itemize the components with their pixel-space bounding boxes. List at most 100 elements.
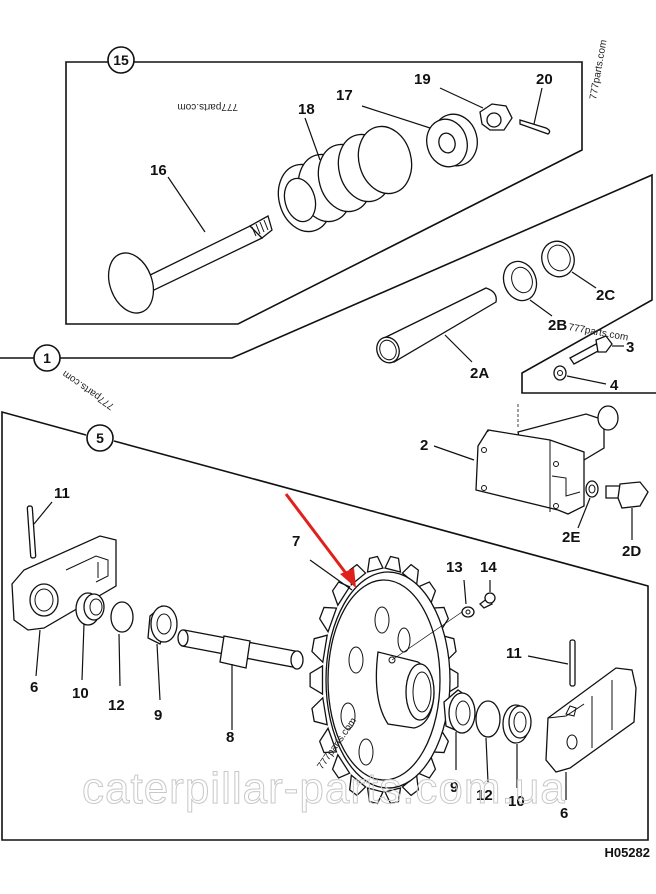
leader-18: [304, 117, 321, 161]
leader-11-left: [33, 501, 53, 525]
figure-id: H05282: [604, 845, 650, 860]
leader-17: [361, 105, 431, 129]
label-2: 2: [420, 437, 428, 454]
leader-2B: [529, 299, 553, 317]
leader-10-left: [81, 623, 85, 681]
part-10-seal-left[interactable]: [75, 592, 105, 626]
part-2D-screw[interactable]: [605, 481, 649, 509]
part-18-spring[interactable]: [271, 120, 419, 237]
sprocket-tooth: [366, 787, 384, 805]
label-2B: 2B: [548, 317, 567, 334]
part-13-washer[interactable]: [461, 606, 475, 618]
sprocket-tooth: [311, 634, 328, 664]
label-12-right: 12: [476, 787, 493, 804]
group-5-frame: [1, 410, 649, 841]
part-9-bearing-right[interactable]: [443, 689, 476, 734]
part-17-washer[interactable]: [421, 109, 483, 171]
sprocket-tooth: [348, 773, 367, 797]
sprocket-tooth: [384, 555, 402, 573]
part-3-bolt[interactable]: [569, 335, 613, 365]
part-2E-washer[interactable]: [585, 480, 599, 498]
sprocket-tooth: [384, 787, 402, 805]
label-11-right: 11: [506, 645, 522, 662]
part-14-bolt[interactable]: [479, 592, 496, 609]
leader-12-right: [485, 737, 489, 783]
watermark-777parts-2: 777parts.com: [588, 39, 609, 101]
label-19: 19: [414, 71, 431, 88]
part-11-pin-left[interactable]: [26, 505, 37, 559]
leader-20: [533, 87, 543, 125]
label-14: 14: [480, 559, 497, 576]
label-18: 18: [298, 101, 315, 118]
callout-1[interactable]: 1: [33, 344, 61, 372]
sprocket-tooth: [309, 664, 324, 696]
watermark-777parts-1: 777parts.com: [177, 101, 238, 112]
label-11-left: 11: [54, 485, 70, 502]
leader-7: [309, 559, 353, 591]
leader-13: [463, 579, 467, 605]
highlight-arrow: [284, 493, 356, 588]
sprocket-tooth: [366, 555, 384, 573]
label-12-left: 12: [108, 697, 125, 714]
part-9-bearing-left[interactable]: [147, 605, 178, 645]
leader-16: [167, 176, 206, 233]
part-6-bracket-left[interactable]: [11, 535, 117, 631]
label-2C: 2C: [596, 287, 615, 304]
label-13: 13: [446, 559, 463, 576]
label-10-left: 10: [72, 685, 89, 702]
watermark-777parts-4: 777parts.com: [61, 368, 117, 412]
part-16-bolt[interactable]: [101, 215, 273, 319]
leader-2C: [571, 271, 597, 289]
part-2B-seal[interactable]: [498, 257, 542, 306]
group-1-frame: [0, 173, 656, 394]
label-8: 8: [226, 729, 234, 746]
part-12-snapring-right[interactable]: [475, 700, 501, 738]
leader-12-left: [118, 633, 121, 687]
part-2-housing[interactable]: [475, 405, 619, 515]
label-17: 17: [336, 87, 353, 104]
part-4-washer[interactable]: [553, 365, 567, 381]
label-16: 16: [150, 162, 167, 179]
label-7: 7: [292, 533, 300, 550]
part-8-shaft[interactable]: [177, 629, 304, 670]
part-7-sprocket[interactable]: [309, 555, 459, 805]
part-20-cotter-pin[interactable]: [519, 119, 551, 135]
sprocket-tooth: [311, 696, 328, 726]
sprocket-tooth: [331, 581, 351, 607]
group-15-frame: [65, 61, 583, 325]
assembly-line: [391, 611, 463, 661]
label-4: 4: [610, 377, 619, 394]
part-11-pin-right[interactable]: [569, 639, 576, 687]
leader-4: [566, 375, 607, 385]
label-2D: 2D: [622, 543, 641, 560]
callout-1-number: 1: [43, 350, 51, 366]
leader-11-right: [527, 655, 569, 665]
callout-5-number: 5: [96, 430, 104, 446]
sprocket-tooth: [331, 753, 351, 779]
leader-19: [439, 87, 484, 109]
callout-15[interactable]: 15: [107, 46, 135, 74]
leader-6-left: [35, 629, 41, 677]
label-20: 20: [536, 71, 553, 88]
part-2C-seal[interactable]: [537, 237, 579, 282]
leader-2A: [444, 334, 473, 363]
part-12-snapring-left[interactable]: [110, 601, 134, 633]
label-6-left: 6: [30, 679, 38, 696]
part-6-bracket-right[interactable]: [545, 667, 637, 773]
sprocket-tooth: [318, 606, 338, 634]
sprocket-tooth: [318, 726, 338, 754]
callout-5[interactable]: 5: [86, 424, 114, 452]
leader-2: [433, 445, 475, 461]
leader-2E: [577, 497, 591, 529]
leader-9-left: [156, 643, 161, 701]
watermark-caterpillar-parts: caterpillar-parts.com.ua: [82, 764, 566, 813]
part-2A-tube[interactable]: [373, 287, 497, 366]
part-10-seal-right[interactable]: [502, 704, 532, 744]
label-6-right: 6: [560, 805, 568, 822]
label-10-right: 10: [508, 793, 525, 810]
label-3: 3: [626, 339, 634, 356]
label-9-right: 9: [450, 779, 458, 796]
part-19-nut[interactable]: [479, 103, 513, 131]
label-2E: 2E: [562, 529, 580, 546]
